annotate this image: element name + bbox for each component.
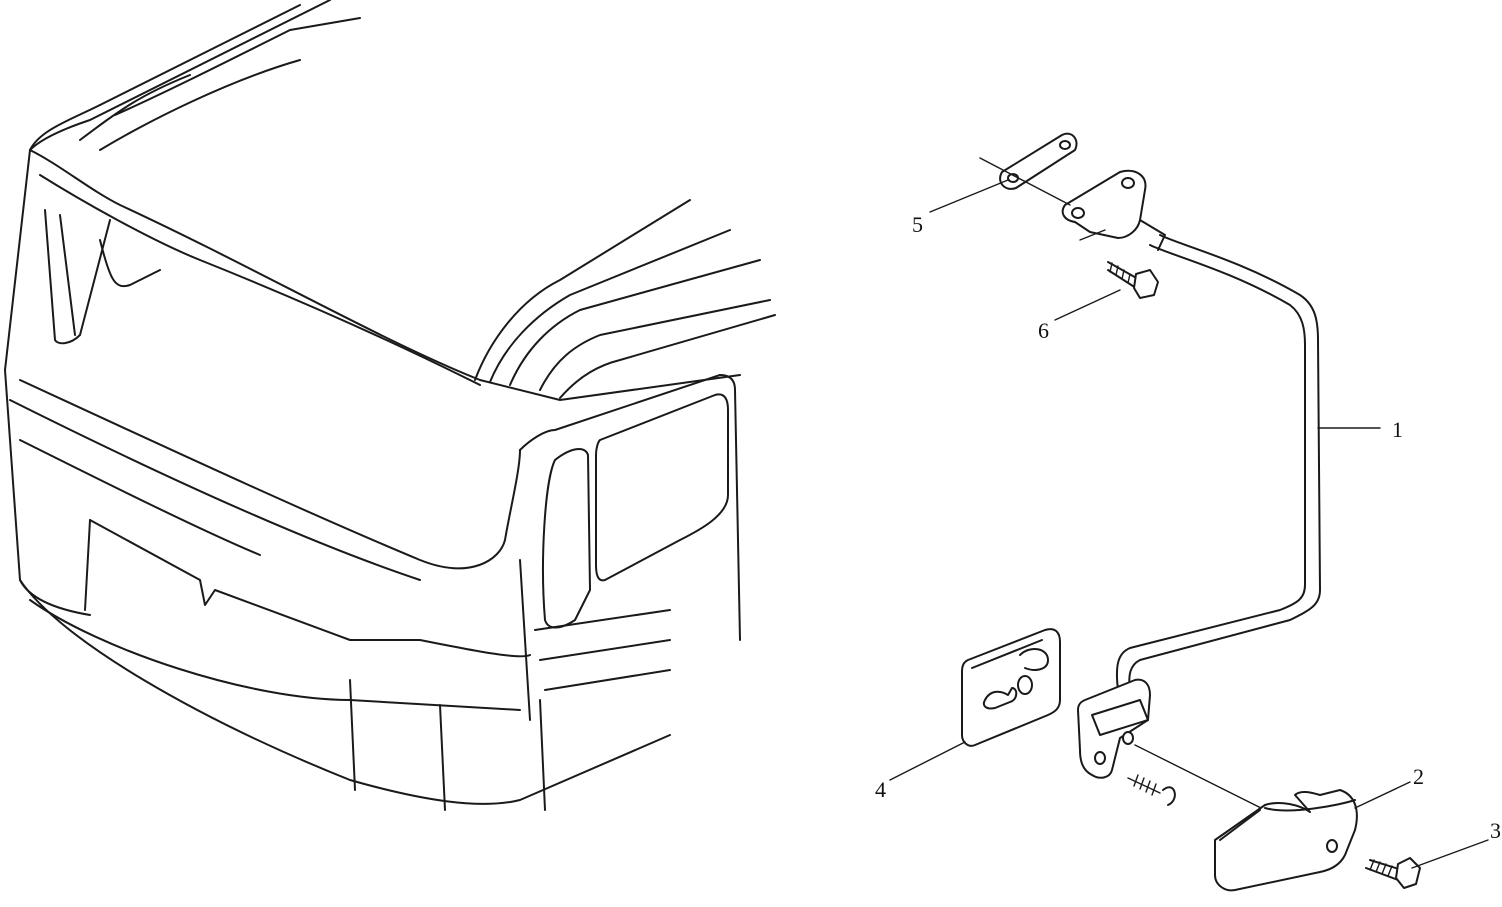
leader-4 [889,741,966,781]
leader-3 [1411,839,1489,869]
callout-5: 5 [912,212,923,237]
spring-clip [1127,744,1266,811]
callout-6: 6 [1038,318,1049,343]
upper-mounting-bracket [1061,170,1166,251]
callout-leaders [889,179,1489,869]
lower-mounting-bracket [1077,678,1151,779]
leader-2 [1354,781,1411,809]
part-4-mirror-panel [961,628,1061,747]
callout-labels: 1 2 3 4 5 6 [875,212,1501,843]
callout-2: 2 [1413,764,1424,789]
callout-1: 1 [1392,417,1403,442]
part-6-bolt [1107,261,1159,299]
leader-5 [929,179,1009,213]
part-1-mirror-arm [1115,234,1321,701]
truck-cab-illustration [4,0,776,811]
leader-6 [1054,289,1121,321]
callout-4: 4 [875,777,886,802]
part-2-base-block [1214,789,1358,892]
part-5-plate [979,132,1078,206]
part-3-bolt [1365,857,1421,889]
callout-3: 3 [1490,818,1501,843]
